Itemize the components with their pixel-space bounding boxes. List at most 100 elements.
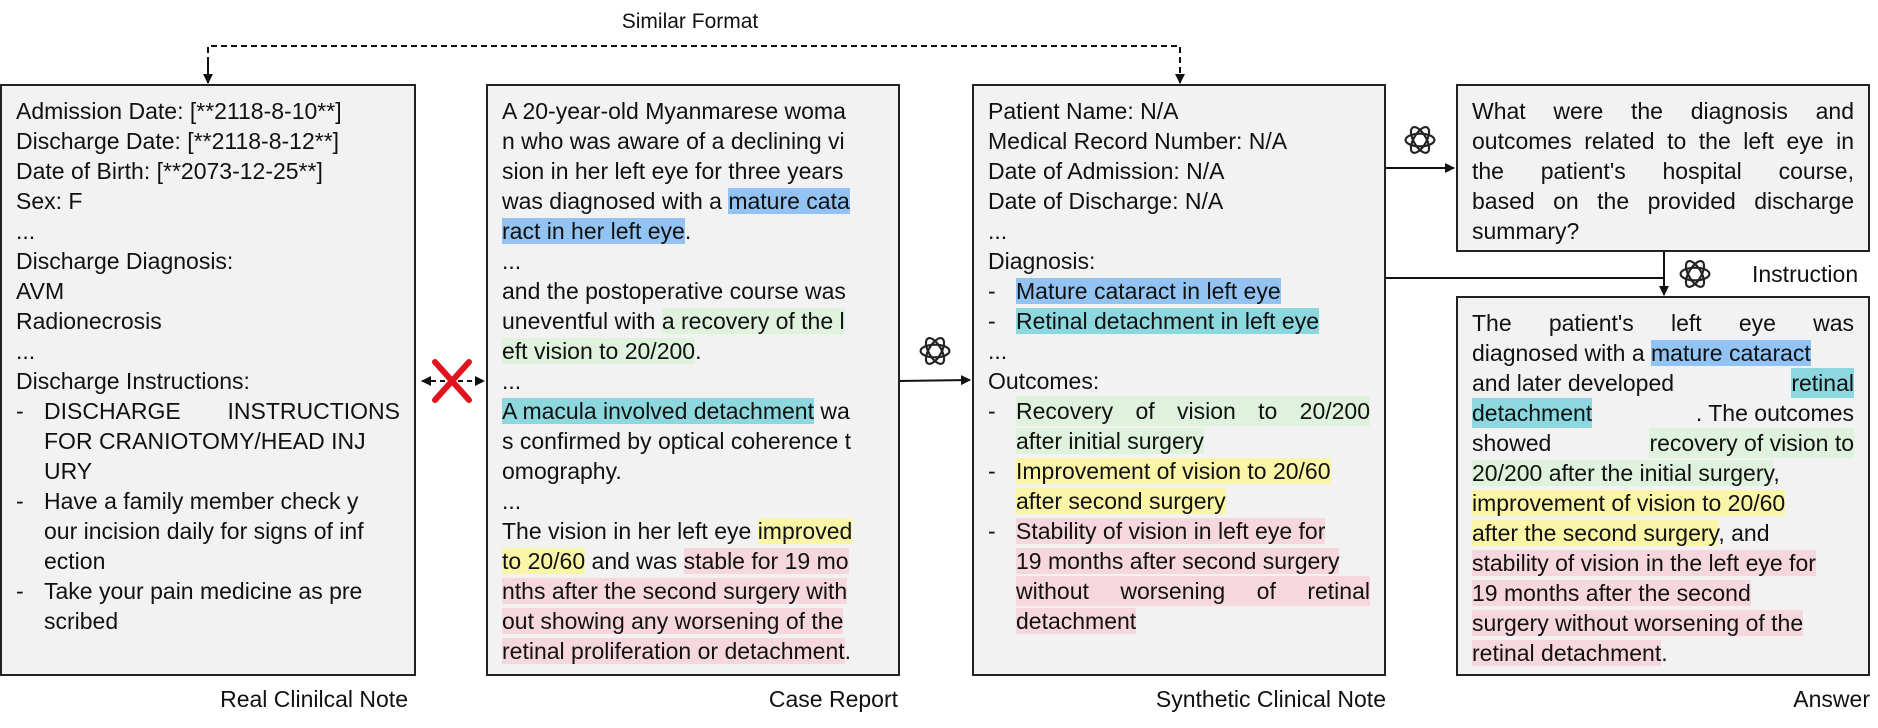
bullet-dash: -	[988, 458, 996, 484]
synthetic-note-caption: Synthetic Clinical Note	[1155, 686, 1386, 712]
text-line: Medical Record Number: N/A	[988, 128, 1288, 154]
answer-caption: Answer	[1793, 686, 1870, 712]
text-line: Improvement of vision to 20/60	[1016, 456, 1370, 486]
text-line: retinal detachment.	[1472, 638, 1854, 668]
text-line: A 20-year-old Myanmarese woma	[502, 98, 846, 124]
text-line: Date of Birth: [**2073-12-25**]	[16, 158, 323, 184]
case-synthetic-arrow	[897, 375, 971, 386]
text-line: Discharge Instructions:	[16, 368, 250, 394]
highlight-diagnosis-cataract: ract in her left eye	[502, 218, 685, 244]
highlight-outcome-improvement: after the second surgery	[1472, 520, 1719, 546]
highlight-outcome-stability: retinal proliferation or detachment	[502, 638, 845, 664]
text-line: detachment	[1016, 606, 1370, 636]
similar-format-connector	[207, 45, 1185, 84]
text-line: ...	[502, 368, 522, 394]
text-line: What were the diagnosis and	[1472, 98, 1854, 124]
text-line: URY	[44, 458, 93, 484]
text-line: scribed	[44, 608, 119, 634]
highlight-outcome-improvement: improvement of vision to 20/60	[1472, 490, 1786, 516]
text-line: Sex: F	[16, 188, 83, 214]
text-line: 20/200 after the initial surgery,	[1472, 458, 1854, 488]
text-line: retinal proliferation or detachment.	[502, 636, 884, 666]
text-line: diagnosed with a mature cataract	[1472, 338, 1854, 368]
highlight-outcome-improvement: improved	[757, 518, 853, 544]
text-line: Date of Admission: N/A	[988, 158, 1225, 184]
text-line: Mature cataract in left eye	[1016, 276, 1370, 306]
text-span: .	[1661, 640, 1668, 666]
openai-logo-icon	[1404, 126, 1436, 154]
text-span: . The outcomes	[1695, 400, 1854, 426]
bullet-dash: -	[988, 308, 996, 334]
text-line: 19 months after second surgery	[1016, 546, 1370, 576]
text-span: The vision in her left eye	[502, 518, 758, 544]
real-clinical-note-box: Admission Date: [**2118-8-10**] Discharg…	[0, 84, 416, 676]
text-line: A macula involved detachment wa	[502, 396, 884, 426]
text-line: Admission Date: [**2118-8-10**]	[16, 98, 342, 124]
similar-format-label: Similar Format	[621, 10, 759, 33]
text-line: Date of Discharge: N/A	[988, 188, 1224, 214]
list-item: - Retinal detachment in left eye	[988, 306, 1370, 336]
highlight-outcome-stability: surgery without worsening of the	[1472, 610, 1804, 636]
text-line: The vision in her left eye improved	[502, 516, 884, 546]
highlight-outcome-stability: out showing any worsening of the	[502, 608, 844, 634]
text-span: .	[844, 638, 852, 664]
highlight-outcome-recovery: recovery of vision to	[1649, 428, 1854, 458]
highlight-diagnosis-detachment: A macula involved detachment	[502, 398, 814, 424]
text-line: outcomes related to the left eye in	[1472, 128, 1854, 154]
text-line: ...	[502, 488, 522, 514]
highlight-diagnosis-detachment: retinal	[1791, 368, 1854, 398]
highlight-outcome-stability: without worsening of retinal	[1016, 576, 1370, 606]
text-span: ,	[1773, 460, 1780, 486]
text-line: Stability of vision in left eye for	[1016, 516, 1370, 546]
text-line: Take your pain medicine as pre	[44, 578, 363, 604]
text-span: showed	[1472, 430, 1552, 456]
bullet-dash: -	[16, 578, 24, 604]
highlight-diagnosis-cataract: mature cataract	[1651, 340, 1811, 366]
bullet-dash: -	[988, 278, 996, 304]
text-line: without worsening of retinal	[1016, 576, 1370, 606]
case-report-box: A 20-year-old Myanmarese woma n who was …	[486, 84, 900, 676]
highlight-outcome-stability: detachment	[1016, 608, 1137, 634]
list-item: - DISCHARGE INSTRUCTIONS FOR CRANIOTOMY/…	[16, 396, 400, 486]
text-line: The patient's left eye was	[1472, 310, 1854, 336]
case-report-caption: Case Report	[768, 686, 898, 712]
text-line: showed recovery of vision to	[1472, 428, 1854, 458]
list-item: - Have a family member check y our incis…	[16, 486, 400, 576]
text-line: ...	[16, 218, 36, 244]
text-line: sion in her left eye for three years	[502, 158, 844, 184]
list-item: - Recovery of vision to 20/200 after ini…	[988, 396, 1370, 456]
bullet-dash: -	[988, 398, 996, 424]
text-line: Have a family member check y	[44, 488, 359, 514]
openai-logo-icon	[919, 337, 951, 365]
text-line: summary?	[1472, 218, 1580, 244]
list-item: - Mature cataract in left eye	[988, 276, 1370, 306]
highlight-outcome-improvement: Improvement of vision to 20/60	[1016, 458, 1331, 484]
text-line: Retinal detachment in left eye	[1016, 306, 1370, 336]
instruction-label: Instruction	[1752, 261, 1859, 287]
text-line: 19 months after the second	[1472, 578, 1854, 608]
synthetic-note-box: Patient Name: N/A Medical Record Number:…	[972, 84, 1386, 676]
text-line: eft vision to 20/200.	[502, 336, 884, 366]
text-span: diagnosed with a	[1472, 340, 1652, 366]
real-note-caption: Real Clinilcal Note	[220, 686, 408, 712]
text-line: Radionecrosis	[16, 308, 162, 334]
text-line: detachment. The outcomes	[1472, 398, 1854, 428]
highlight-outcome-stability: stability of vision in the left eye for	[1472, 550, 1816, 576]
highlight-outcome-recovery: after initial surgery	[1016, 428, 1204, 454]
highlight-outcome-improvement: after second surgery	[1016, 488, 1226, 514]
text-line: omography.	[502, 458, 622, 484]
text-line: and the postoperative course was	[502, 278, 846, 304]
answer-box: The patient's left eye was diagnosed wit…	[1456, 296, 1870, 676]
text-line: n who was aware of a declining vi	[502, 128, 845, 154]
list-item: - Stability of vision in left eye for 19…	[988, 516, 1370, 636]
text-line: ...	[502, 248, 522, 274]
text-line: uneventful with a recovery of the l	[502, 306, 884, 336]
text-line: Patient Name: N/A	[988, 98, 1179, 124]
highlight-outcome-recovery: a recovery of the l	[661, 308, 845, 334]
list-item: - Take your pain medicine as pre scribed	[16, 576, 400, 636]
text-line: Recovery of vision to 20/200	[1016, 396, 1370, 426]
highlight-outcome-stability: stable for 19 mo	[683, 548, 849, 574]
text-span: .	[684, 218, 692, 244]
text-line: Diagnosis:	[988, 248, 1096, 274]
list-item: - Improvement of vision to 20/60 after s…	[988, 456, 1370, 516]
